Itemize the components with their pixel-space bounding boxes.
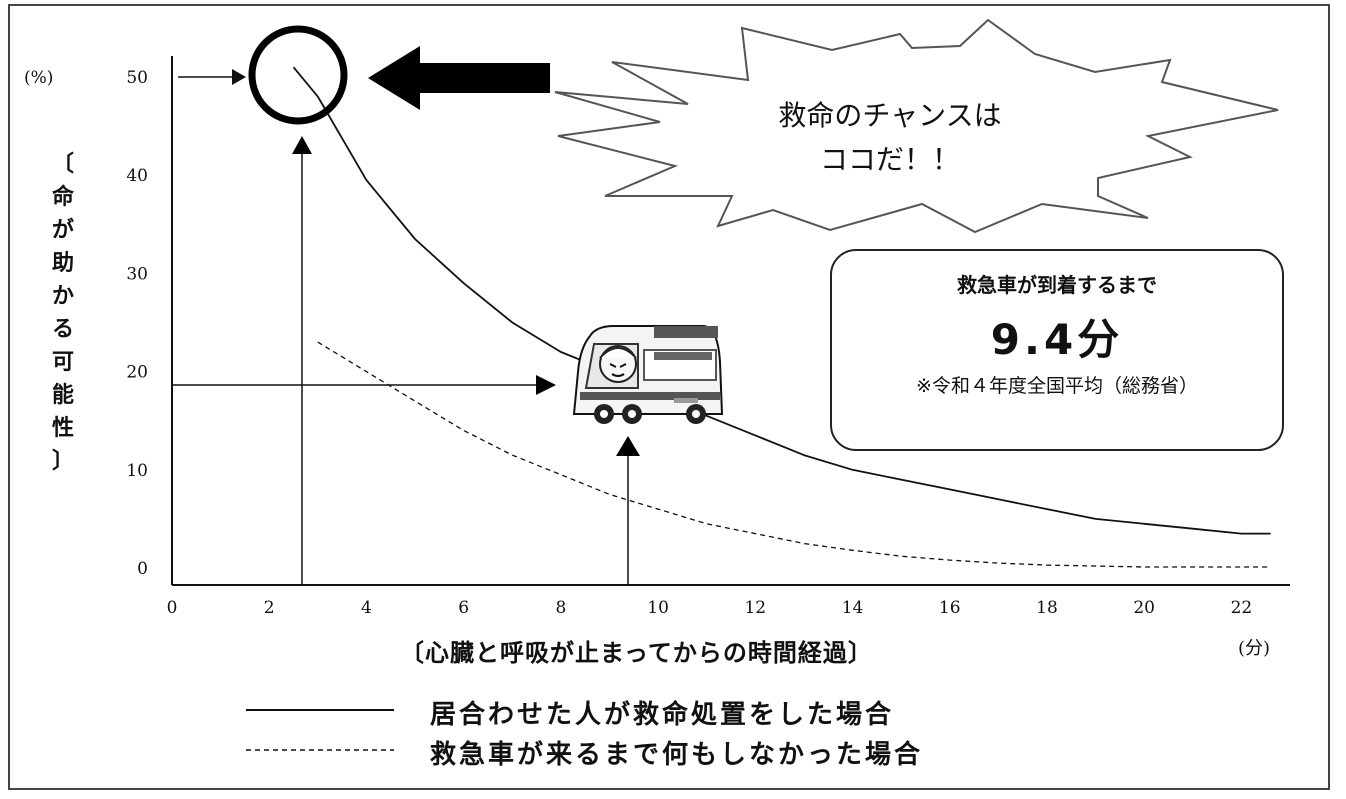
x-unit-label: (分) bbox=[1238, 638, 1271, 659]
x-tick-label: 16 bbox=[939, 598, 961, 618]
x-axis-label: 〔心臓と呼吸が止まってからの時間経過〕 bbox=[400, 639, 873, 667]
y-tick-label: 40 bbox=[126, 166, 148, 186]
pointer-vertical-1-head bbox=[292, 136, 312, 154]
y-tick-label: 50 bbox=[126, 68, 148, 88]
x-tick-label: 6 bbox=[458, 598, 469, 618]
y-unit-label: (%) bbox=[24, 68, 53, 88]
callout-line-1: 救命のチャンスは bbox=[778, 99, 1002, 132]
y-axis-label-char: 性 bbox=[51, 416, 74, 441]
x-tick-label: 0 bbox=[167, 598, 178, 618]
x-tick-label: 4 bbox=[361, 598, 372, 618]
callout-burst bbox=[554, 18, 1279, 234]
info-box-title: 救急車が到着するまで bbox=[957, 273, 1157, 297]
y-axis-label-char: 可 bbox=[51, 350, 74, 375]
y-axis-label-char: か bbox=[51, 284, 74, 309]
info-box-note: ※令和４年度全国平均（総務省） bbox=[916, 375, 1198, 397]
pointer-50-arrowhead bbox=[232, 69, 246, 85]
legend-label-dashed: 救急車が来るまで何もしなかった場合 bbox=[430, 740, 924, 770]
y-axis-label-char: る bbox=[51, 317, 74, 342]
ambulance-icon bbox=[572, 325, 724, 424]
pointer-20-arrowhead bbox=[536, 375, 556, 395]
y-tick-label: 20 bbox=[126, 363, 148, 383]
x-tick-label: 14 bbox=[842, 598, 864, 618]
y-tick-label: 0 bbox=[137, 559, 148, 579]
x-tick-label: 10 bbox=[647, 598, 669, 618]
legend-label-solid: 居合わせた人が救命処置をした場合 bbox=[430, 700, 895, 730]
y-axis-label-char: 命 bbox=[51, 185, 74, 210]
y-axis-label-char: 〔 bbox=[51, 152, 74, 177]
callout-text: 救命のチャンスは ココだ！！ bbox=[740, 94, 1040, 182]
y-axis-label-char: が bbox=[51, 218, 74, 243]
info-box: 救急車が到着するまで 9.4分 ※令和４年度全国平均（総務省） bbox=[830, 249, 1284, 451]
info-box-value: 9.4分 bbox=[990, 315, 1124, 364]
y-tick-label: 30 bbox=[126, 264, 148, 284]
highlight-circle bbox=[248, 25, 348, 125]
y-axis-label-char: 〕 bbox=[51, 449, 74, 474]
y-axis-label-char: 助 bbox=[51, 251, 74, 276]
x-tick-label: 20 bbox=[1133, 598, 1155, 618]
x-tick-label: 2 bbox=[264, 598, 275, 618]
series-line-solid bbox=[292, 66, 1271, 535]
big-arrow-icon bbox=[368, 46, 550, 110]
x-tick-label: 8 bbox=[555, 598, 566, 618]
x-tick-label: 18 bbox=[1036, 598, 1058, 618]
callout-line-2: ココだ！！ bbox=[819, 143, 960, 176]
y-tick-label: 10 bbox=[126, 461, 148, 481]
x-tick-label: 22 bbox=[1231, 598, 1253, 618]
pointer-vertical-2-head bbox=[616, 436, 640, 456]
series-line-dashed bbox=[317, 341, 1271, 568]
y-axis-label-char: 能 bbox=[51, 383, 74, 408]
x-tick-label: 12 bbox=[744, 598, 766, 618]
